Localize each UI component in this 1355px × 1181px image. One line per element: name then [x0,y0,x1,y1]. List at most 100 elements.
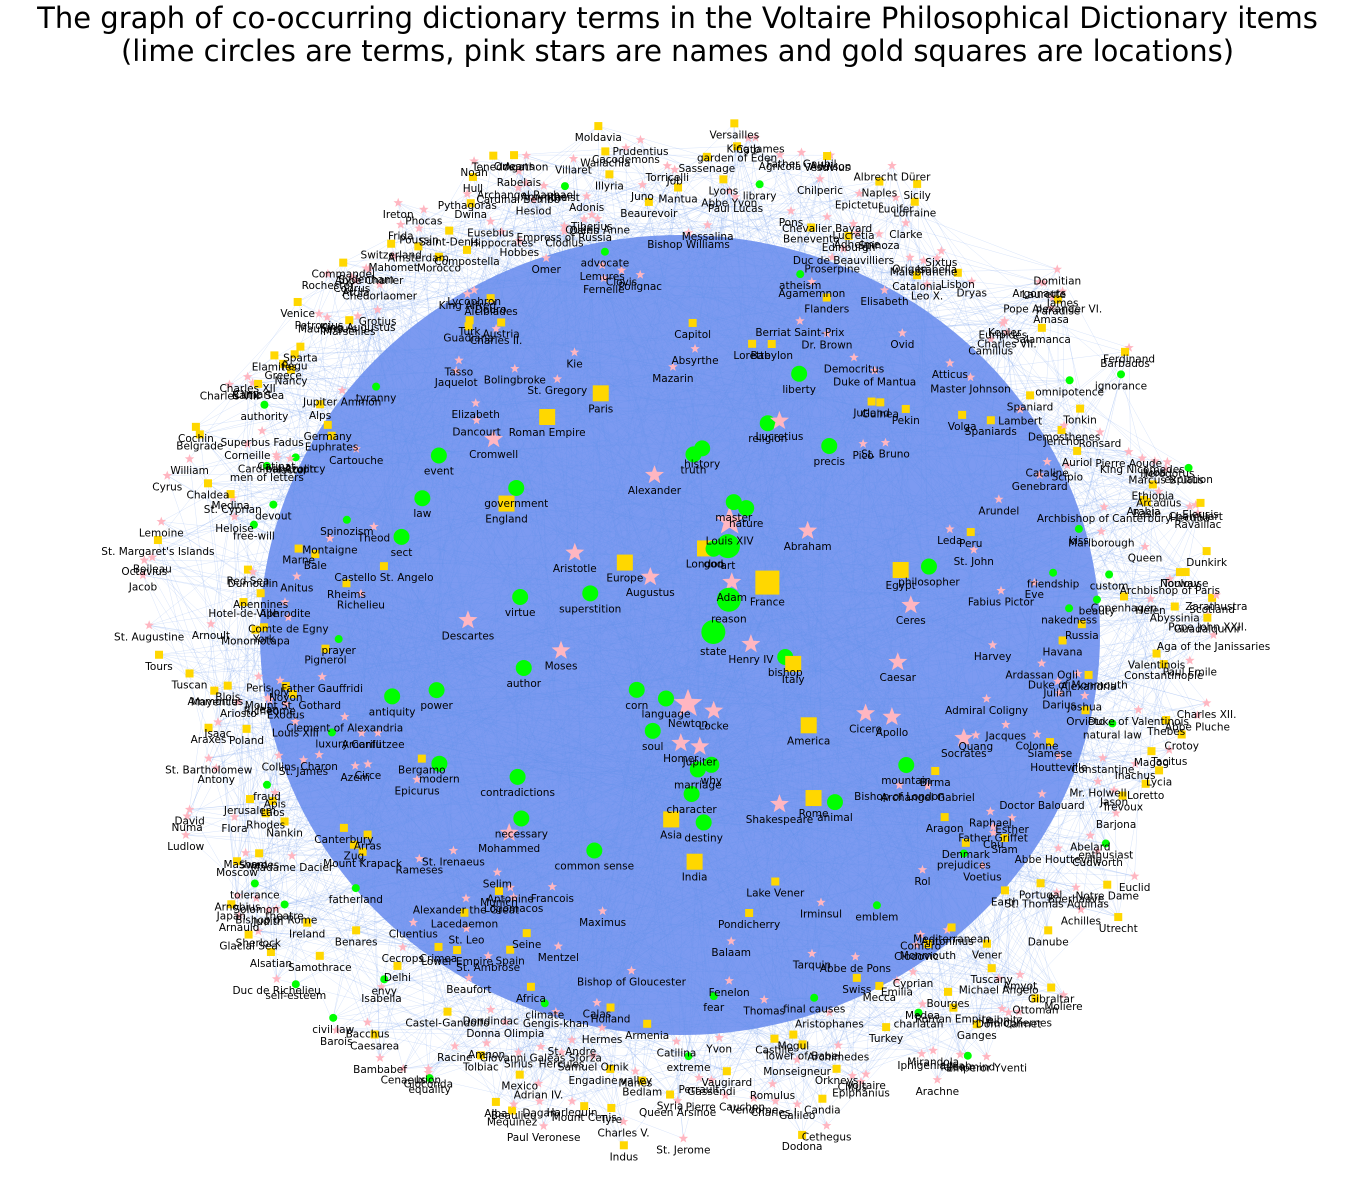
node-term [334,635,343,644]
node-label: Colonne [1016,740,1059,752]
node-location [823,152,832,161]
node-location [789,1030,798,1039]
node-label: Absyrthe [671,355,718,367]
node-location [266,948,275,957]
node-term [920,558,937,575]
node-label: Tyre [600,1114,623,1126]
node-name [891,192,901,202]
node-label: Fabius Pictor [968,597,1035,609]
node-location [940,813,949,822]
node-label: Lucifer [878,204,914,216]
node-label: Flora [221,823,247,835]
node-label: Charles XII. [1177,709,1237,721]
node-name [770,1096,781,1106]
node-label: Saint-Denis [419,237,479,249]
node-term [914,1008,923,1017]
node-label: Confutzee [351,739,404,751]
node-label: Araxes [191,734,227,746]
node-label: Kepler [988,327,1022,339]
node-name [538,1121,549,1131]
node-name [514,235,525,245]
node-label: Bishop of Rome [235,915,317,927]
node-location [638,1076,647,1085]
node-label: Herodotus [1140,468,1194,480]
node-label: Boerhaave [1048,893,1104,905]
node-name [1130,758,1140,768]
node-name [592,997,602,1007]
node-label: Cenaeus [381,1075,426,1087]
node-location [226,490,235,499]
node-label: theist [550,192,580,204]
node-label: Jason [1099,796,1128,808]
node-label: Tuscan [171,679,208,691]
node-label: natural law [1083,729,1142,741]
node-label: Logomacos [484,903,544,915]
node-label: final causes [783,1004,845,1016]
node-name [551,640,571,659]
node-location [702,152,711,161]
node-name [553,941,564,951]
node-term [1065,604,1074,613]
node-name [743,133,754,143]
edge-layer [142,123,1217,1146]
node-name [715,506,744,534]
node-name [263,904,274,914]
node-location [958,410,967,419]
node-name [147,552,158,562]
node-label: Edinburgh [822,242,876,254]
node-label: Sparta [283,353,318,365]
node-label: David [174,816,204,828]
node-location [339,823,348,832]
node-label: Romulus [750,1090,795,1102]
node-label: Paris [588,403,613,415]
node-location [643,1019,652,1028]
node-name [184,454,195,463]
node-location [987,964,996,973]
node-location [1000,886,1009,895]
node-label: Compostella [434,256,499,268]
node-label: Hermes [582,1034,623,1046]
node-name [621,142,631,152]
node-label: Louis XIII [272,728,319,740]
node-label: Bolingbroke [484,375,546,387]
node-label: Inachus [1115,770,1156,782]
node-location [342,579,351,588]
node-label: Proserpine [804,263,860,275]
node-name [987,640,998,650]
node-location [491,1097,500,1106]
node-location [486,294,495,303]
node-label: Vaugirard [702,1077,753,1089]
node-location [798,1040,807,1049]
node-label: Pope Alexander VI. [1003,303,1102,315]
node-name [298,754,309,764]
node-label: Ganges [957,1030,997,1042]
node-location [204,723,213,732]
node-label: Queen Anne [565,225,630,237]
node-label: fraud [253,791,281,803]
node-location [268,796,277,805]
node-name [730,191,741,201]
node-name [997,1003,1007,1013]
node-label: Grotius [359,316,397,328]
node-location [910,197,919,206]
node-location [498,495,515,512]
node-location [733,142,742,151]
node-location [1114,913,1123,922]
node-name [750,132,761,142]
node-name [1037,788,1047,798]
node-label: Alps [309,410,331,422]
node-name [552,374,563,384]
node-location [508,1106,517,1115]
node-term [586,842,603,859]
node-name [139,555,150,565]
node-label: Lemures [580,271,625,283]
node-label: Master Johnson [930,383,1011,395]
node-name [945,524,955,534]
node-label: Douro [475,304,507,316]
node-label: Barois [320,1036,353,1048]
node-label: Gloconda [404,1079,453,1091]
node-name [724,186,735,196]
node-label: Nankin [266,827,303,839]
node-location [1175,568,1184,577]
node-label: Engadine valley [568,1075,652,1087]
